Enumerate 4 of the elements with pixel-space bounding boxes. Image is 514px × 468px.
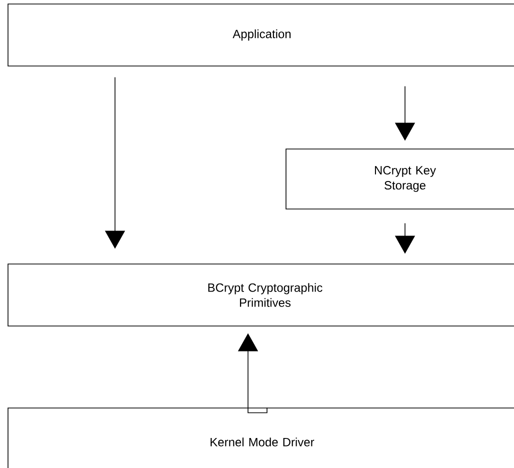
layer-box: NCrypt Key Storage: [286, 148, 514, 210]
layer-box: BCrypt Cryptographic Primitives: [8, 264, 514, 326]
layer-box: Kernel Mode Driver: [8, 408, 514, 468]
layer-box: Application: [8, 4, 514, 66]
